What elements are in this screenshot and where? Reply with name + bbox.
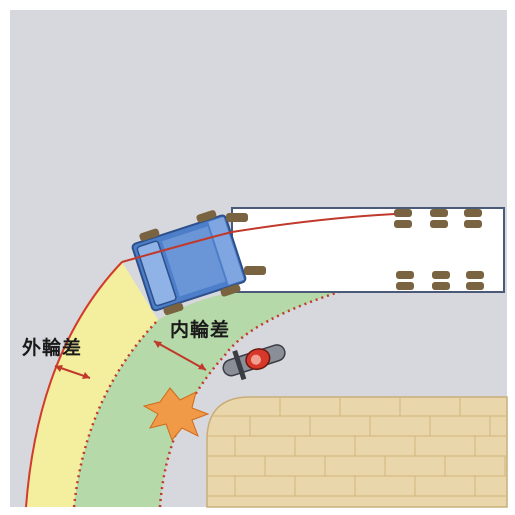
inner-wheel-difference-label: 内輪差: [170, 318, 230, 341]
motorcycle-icon: [222, 344, 286, 381]
inner-diff-marker: [153, 340, 207, 371]
sidewalk-corner: [206, 396, 508, 508]
inner-wheel-zone: [74, 290, 345, 507]
outer-diff-marker: [54, 365, 91, 379]
inner-rear-wheel-path: [158, 285, 396, 508]
rear-wheel-top: [226, 213, 248, 222]
truck-icon: [131, 210, 247, 316]
collision-burst-icon: [142, 387, 210, 441]
rear-wheel-bottom: [244, 266, 266, 275]
trailer: [231, 207, 505, 293]
outer-wheel-difference-label: 外輪差: [22, 336, 82, 359]
outer-front-wheel-path: [121, 213, 396, 263]
outer-wheel-zone: [26, 262, 158, 507]
